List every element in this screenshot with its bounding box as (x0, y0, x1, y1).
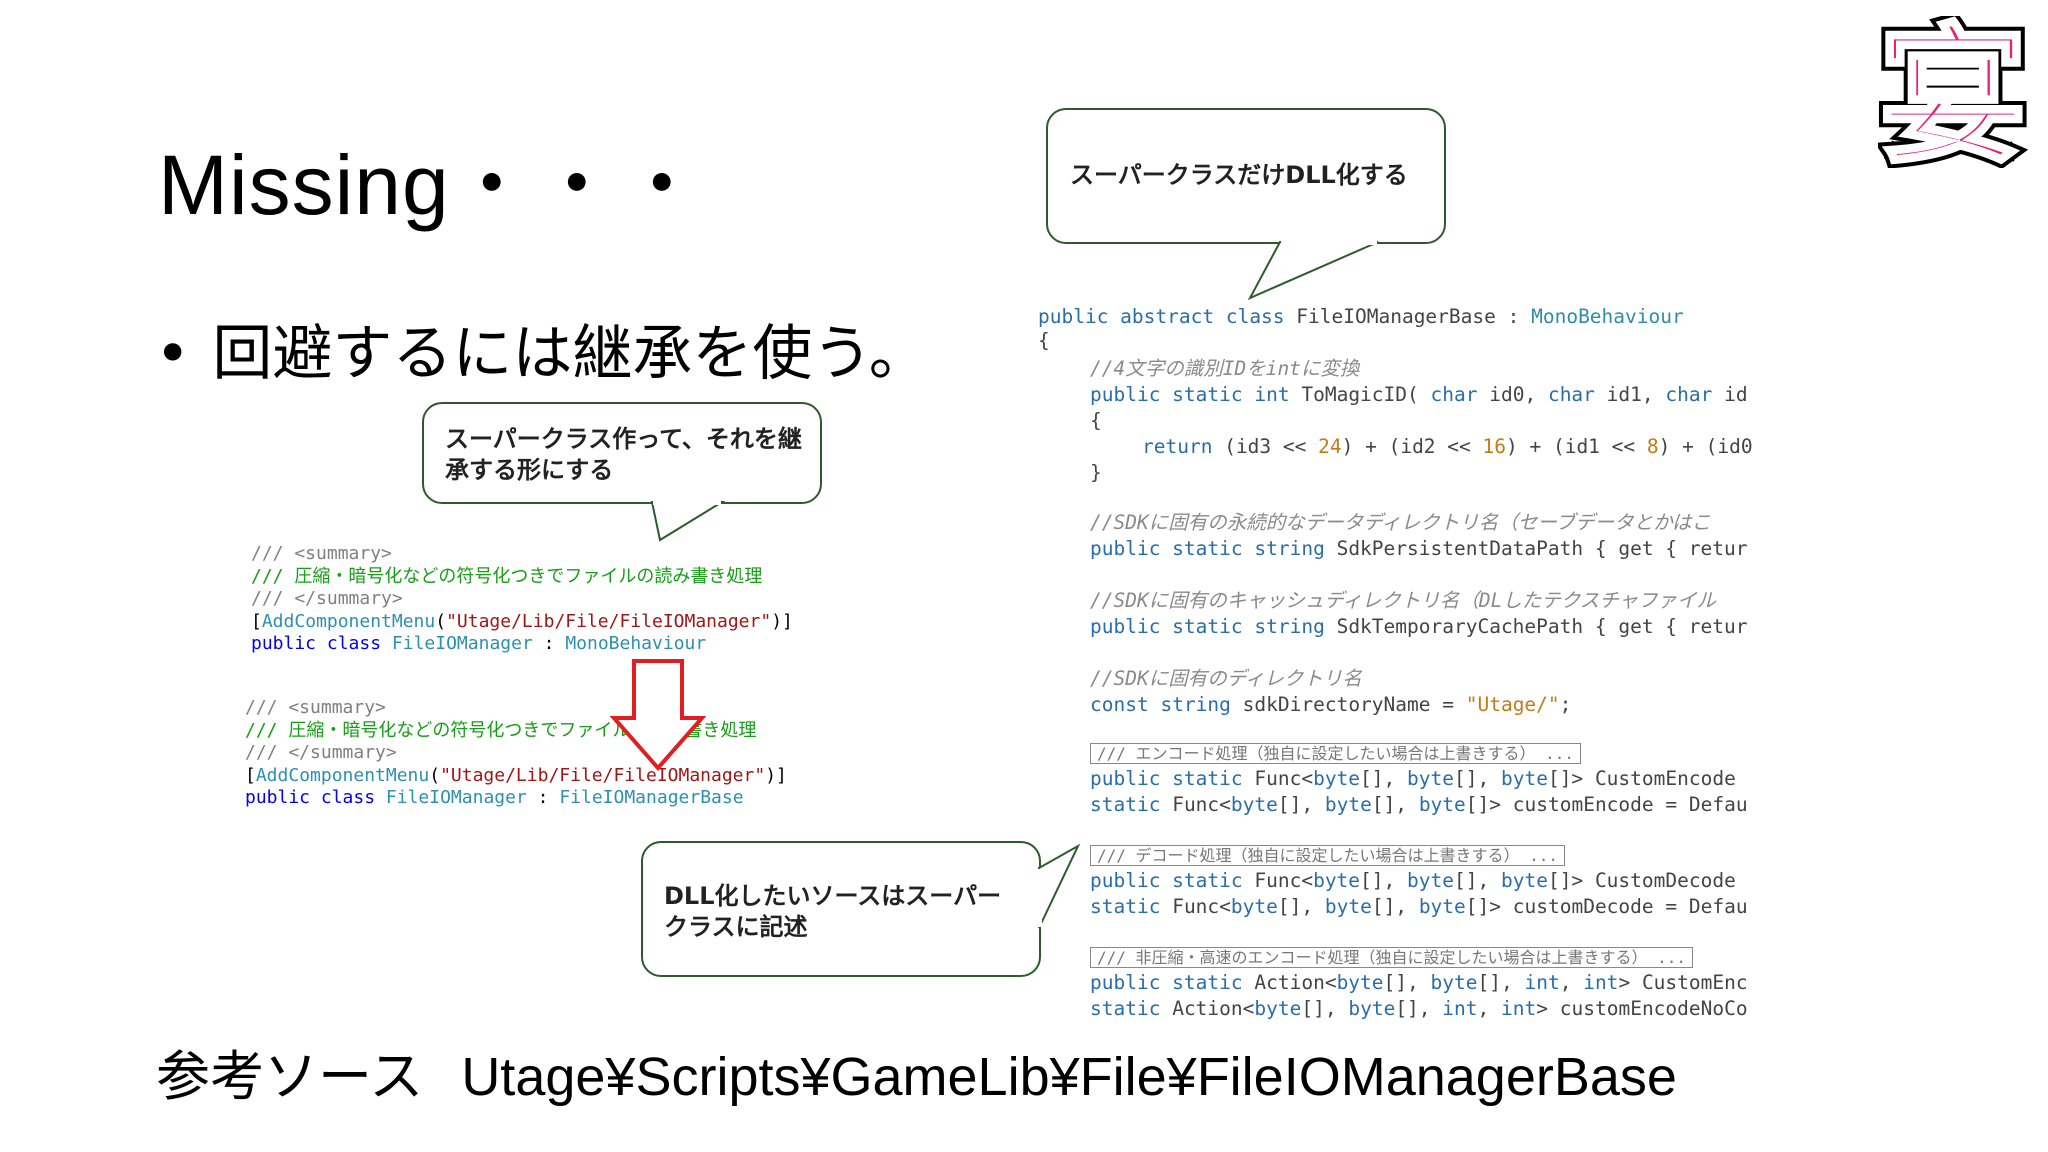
code-token: )] (765, 764, 787, 786)
code-line: } (1090, 461, 1102, 484)
reference-line: 参考ソース Utage¥Scripts¥GameLib¥File¥FileIOMa… (156, 1032, 1677, 1111)
code-line: /// </summary> (245, 742, 397, 763)
code-fold-region[interactable]: /// デコード処理（独自に設定したい場合は上書きする） ... (1038, 842, 1566, 868)
code-line: public static Func<byte[], byte[], byte[… (1090, 767, 1736, 790)
code-line: public static int ToMagicID( char id0, c… (1090, 383, 1748, 406)
code-line: static Func<byte[], byte[], byte[]> cust… (1090, 895, 1748, 918)
callout-create-superclass: スーパークラス作って、それを継承する形にする (422, 402, 822, 504)
code-comment: //SDKに固有の永続的なデータディレクトリ名（セーブデータとかはこ (1090, 511, 1711, 534)
logo-glyph: 宴 (1879, 16, 2027, 168)
reference-label: 参考ソース (156, 1045, 424, 1108)
code-token: : (543, 633, 555, 654)
code-fold-region[interactable]: /// 非圧縮・高速のエンコード処理（独自に設定したい場合は上書きする） ... (1038, 944, 1694, 970)
code-token: [ (251, 610, 262, 632)
code-fold-region[interactable]: /// エンコード処理（独自に設定したい場合は上書きする） ... (1038, 740, 1582, 766)
bullet-item: • 回避するには継承を使う。 (155, 305, 929, 392)
code-comment: //4文字の識別IDをintに変換 (1090, 357, 1360, 380)
bullet-dot: • (155, 319, 191, 389)
callout-tail-top (1247, 241, 1379, 301)
code-token: AddComponentMenu (261, 610, 436, 632)
code-line: static Action<byte[], byte[], int, int> … (1090, 997, 1748, 1020)
logo-glyph-outline: 宴 (1879, 16, 2027, 168)
code-token: FileIOManager (385, 787, 527, 808)
code-token: MonoBehaviour (565, 633, 707, 654)
code-token: "Utage/Lib/File/FileIOManager" (446, 610, 772, 632)
code-line: public abstract class FileIOManagerBase … (1038, 305, 1684, 328)
code-panel-filemanagerbase: public abstract class FileIOManagerBase … (1038, 304, 1808, 1024)
code-comment: //SDKに固有のディレクトリ名 (1090, 667, 1362, 690)
callout-text: スーパークラス作って、それを継承する形にする (445, 425, 802, 484)
code-token: class (326, 633, 382, 654)
code-token: public (251, 633, 317, 654)
code-line: /// </summary> (251, 588, 403, 609)
code-line: static Func<byte[], byte[], byte[]> cust… (1090, 793, 1748, 816)
code-line: return (id3 << 24) + (id2 << 16) + (id1 … (1142, 435, 1753, 458)
code-token: "Utage/Lib/File/FileIOManager" (440, 764, 766, 786)
callout-text: スーパークラスだけDLL化する (1070, 161, 1408, 189)
code-token: [ (245, 764, 256, 786)
code-line: public static Action<byte[], byte[], int… (1090, 971, 1748, 994)
code-snippet-before: /// <summary> /// 圧縮・暗号化などの符号化つきでファイルの読み… (251, 543, 793, 656)
code-token: ( (429, 764, 441, 786)
code-line: /// 圧縮・暗号化などの符号化つきでファイルの読み書き処理 (251, 565, 763, 587)
code-comment: //SDKに固有のキャッシュディレクトリ名（DLしたテクスチャファイル (1090, 589, 1717, 612)
code-token: public (245, 787, 311, 808)
bullet-text: 回避するには継承を使う。 (212, 319, 929, 389)
code-token: ( (435, 610, 447, 632)
code-line: public static string SdkPersistentDataPa… (1090, 537, 1748, 560)
utage-logo: 宴 宴 (1878, 16, 2028, 168)
arrow-down-icon (610, 659, 706, 772)
code-line: /// <summary> (245, 697, 386, 718)
code-line: public static Func<byte[], byte[], byte[… (1090, 869, 1736, 892)
code-line: /// <summary> (251, 543, 392, 564)
code-line: public static string SdkTemporaryCachePa… (1090, 615, 1748, 638)
code-line: { (1090, 409, 1102, 432)
reference-path: Utage¥Scripts¥GameLib¥File¥FileIOManager… (461, 1047, 1677, 1107)
callout-tail-mid (650, 501, 726, 542)
code-line: const string sdkDirectoryName = "Utage/"… (1090, 693, 1572, 716)
slide-title: Missing・・・ (158, 138, 705, 232)
code-token: : (537, 787, 549, 808)
code-token: FileIOManagerBase (559, 787, 744, 808)
callout-text: DLL化したいソースはスーパークラスに記述 (664, 882, 1002, 941)
code-token: class (320, 787, 376, 808)
callout-write-in-superclass: DLL化したいソースはスーパークラスに記述 (641, 841, 1041, 977)
callout-superclass-dll: スーパークラスだけDLL化する (1046, 108, 1446, 244)
code-token: FileIOManager (391, 633, 533, 654)
code-token: )] (771, 610, 793, 632)
code-line: { (1038, 329, 1050, 352)
code-token: AddComponentMenu (255, 764, 430, 786)
